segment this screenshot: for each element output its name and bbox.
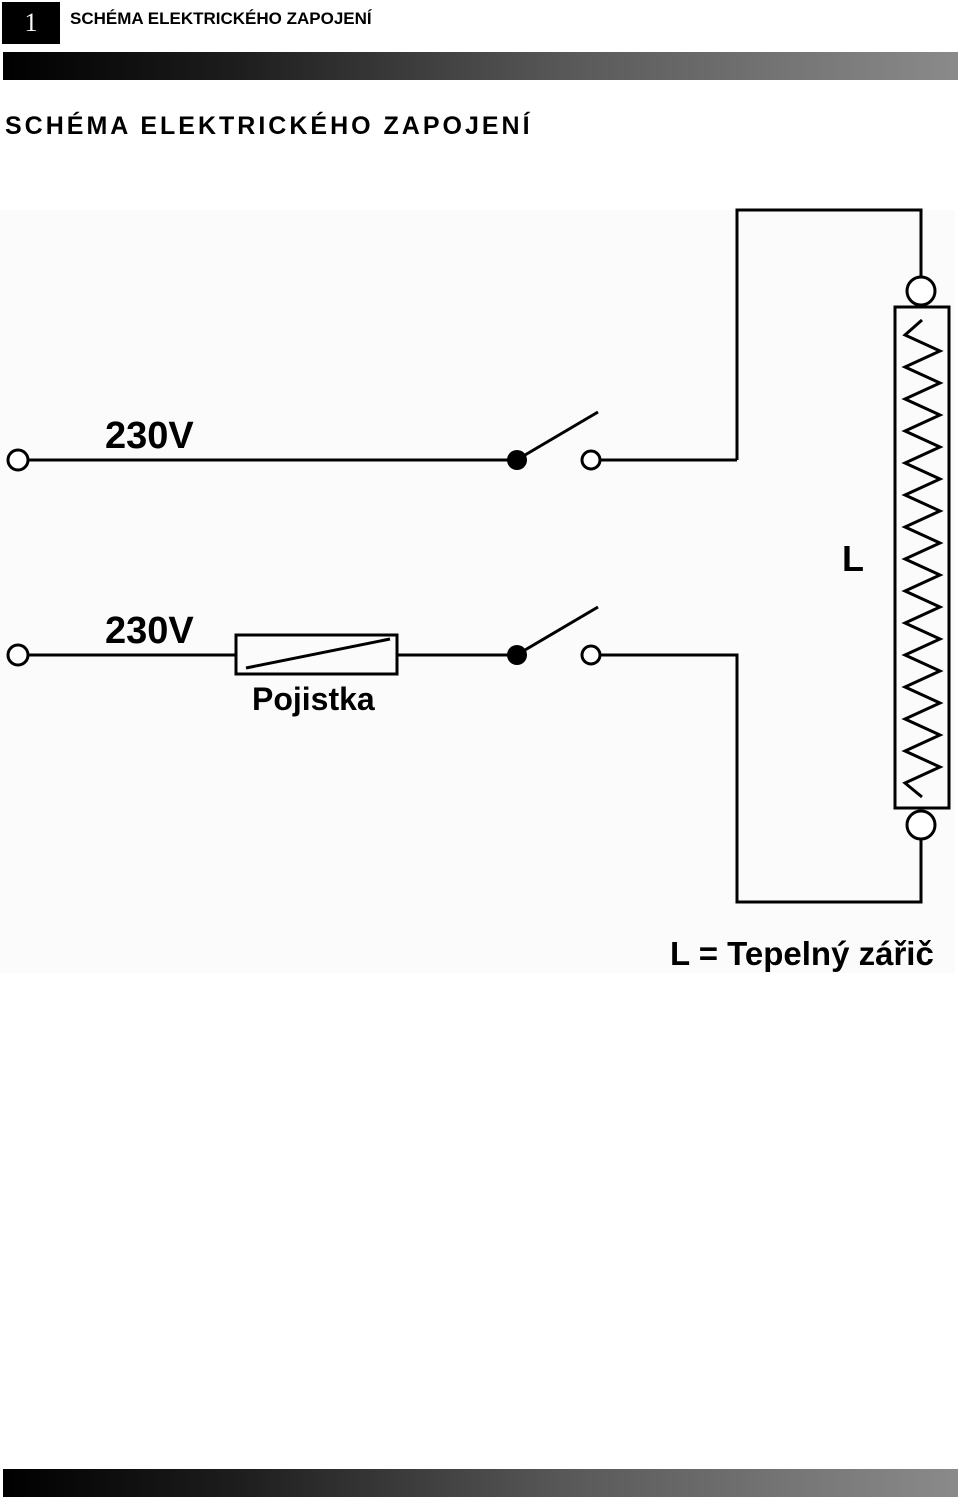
switch-bottom-blade	[524, 605, 599, 652]
voltage-label-bottom: 230V	[105, 610, 194, 652]
terminal-top-left	[6, 448, 30, 472]
terminal-bottom-left	[6, 643, 30, 667]
header-divider-bar	[3, 52, 958, 80]
heater-terminal-top	[905, 275, 937, 307]
switch-top-contact	[580, 449, 602, 471]
footer-divider-bar	[3, 1469, 958, 1497]
section-title: SCHÉMA ELEKTRICKÉHO ZAPOJENÍ	[5, 112, 533, 140]
wire-bottom-to-heater	[601, 653, 923, 904]
switch-bottom-contact	[580, 644, 602, 666]
heater-label: L	[842, 538, 864, 579]
page-number: 1	[2, 2, 60, 44]
fuse-label: Pojistka	[252, 681, 375, 717]
fuse-symbol	[234, 633, 399, 676]
switch-top-pivot	[507, 450, 527, 470]
wire-top-to-heater	[735, 208, 923, 460]
heater-element	[893, 305, 951, 810]
switch-bottom-pivot	[507, 645, 527, 665]
legend-text: L = Tepelný zářič	[670, 935, 934, 972]
switch-top-blade	[524, 410, 599, 457]
heater-coil	[901, 318, 944, 799]
heater-terminal-bottom	[905, 809, 937, 841]
wires	[28, 208, 923, 904]
header-title: SCHÉMA ELEKTRICKÉHO ZAPOJENÍ	[70, 9, 372, 28]
wiring-diagram: 230V 230V Pojistka L L = Tepelný zářič	[0, 205, 960, 975]
diagram-background	[0, 210, 955, 973]
voltage-label-top: 230V	[105, 415, 194, 457]
